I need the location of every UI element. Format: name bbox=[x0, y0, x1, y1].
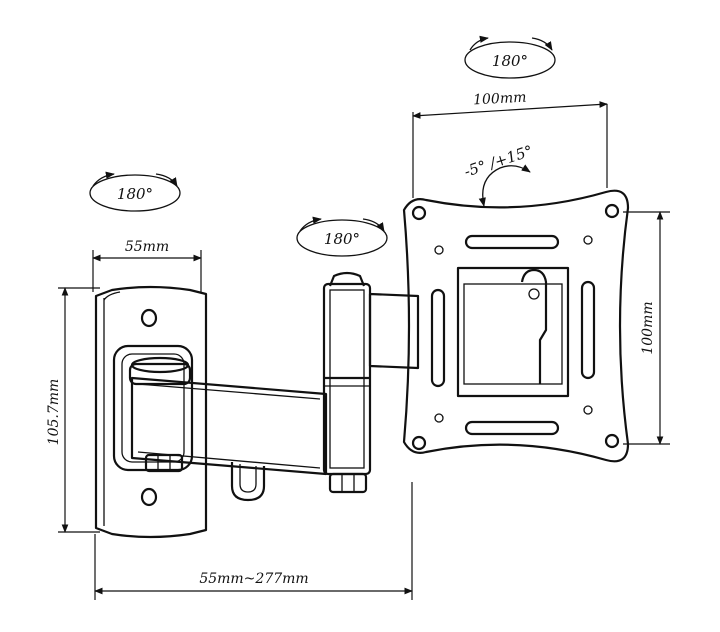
arm-assembly bbox=[128, 271, 420, 502]
rotation-arrow-left-a bbox=[92, 171, 115, 187]
vesa-slot-left bbox=[430, 288, 446, 388]
dimension-plate-height-label: 100mm bbox=[640, 301, 656, 354]
rotation-ellipse-top bbox=[464, 41, 556, 79]
wall-plate bbox=[94, 285, 208, 539]
dimension-plate-width-label: 100mm bbox=[473, 90, 527, 109]
vesa-center-bracket bbox=[456, 266, 570, 398]
rotation-arrow-middle-a bbox=[299, 216, 322, 232]
rotation-indicator-left: 180° bbox=[89, 171, 181, 212]
dimension-wall-height: 105.7mm bbox=[46, 287, 100, 533]
wall-plate-hole-bottom bbox=[140, 487, 158, 507]
pivot-cap-top bbox=[328, 271, 366, 287]
dimension-plate-height: 100mm bbox=[623, 211, 670, 445]
tilt-arrow bbox=[478, 164, 531, 207]
vesa-hole-top-left bbox=[411, 205, 427, 221]
vesa-slot-top bbox=[464, 234, 560, 250]
dimension-wall-width-label: 55mm bbox=[125, 239, 169, 255]
dimension-extension: 55mm~277mm bbox=[94, 482, 413, 600]
vesa-hole-top-right bbox=[604, 203, 620, 219]
arm-upper-connector bbox=[368, 292, 420, 370]
wall-hinge-nut bbox=[144, 453, 184, 473]
rotation-ellipse-middle bbox=[296, 219, 388, 257]
rotation-label-middle: 180° bbox=[324, 230, 360, 248]
vesa-plate bbox=[402, 189, 630, 463]
vesa-hole-bottom-left bbox=[411, 435, 427, 451]
tilt-indicator: -5° /+15° bbox=[462, 142, 535, 207]
dimension-extension-label: 55mm~277mm bbox=[199, 571, 308, 587]
wall-plate-hole-top bbox=[140, 308, 158, 328]
dimension-wall-width: 55mm bbox=[92, 239, 202, 292]
vesa-slot-bottom bbox=[464, 420, 560, 436]
rotation-label-left: 180° bbox=[117, 185, 153, 203]
tilt-label: -5° /+15° bbox=[462, 142, 535, 181]
rotation-arrow-middle-b bbox=[362, 218, 385, 232]
rotation-label-top: 180° bbox=[492, 52, 528, 70]
rotation-arrow-top-right bbox=[531, 37, 553, 51]
rotation-arrow-left-b bbox=[155, 173, 178, 187]
rotation-indicator-top: 180° bbox=[464, 35, 556, 79]
rotation-ellipse-left bbox=[89, 174, 181, 212]
rotation-indicator-middle: 180° bbox=[296, 216, 388, 257]
vesa-hole-bottom-right bbox=[604, 433, 620, 449]
cable-clip bbox=[230, 462, 266, 502]
rotation-arrow-top-left bbox=[469, 35, 489, 51]
pivot-nut-bottom bbox=[328, 472, 368, 494]
vesa-slot-right bbox=[580, 280, 596, 380]
dimension-wall-height-label: 105.7mm bbox=[46, 379, 62, 446]
dimension-plate-width: 100mm bbox=[412, 90, 608, 198]
wall-hinge bbox=[128, 362, 192, 386]
